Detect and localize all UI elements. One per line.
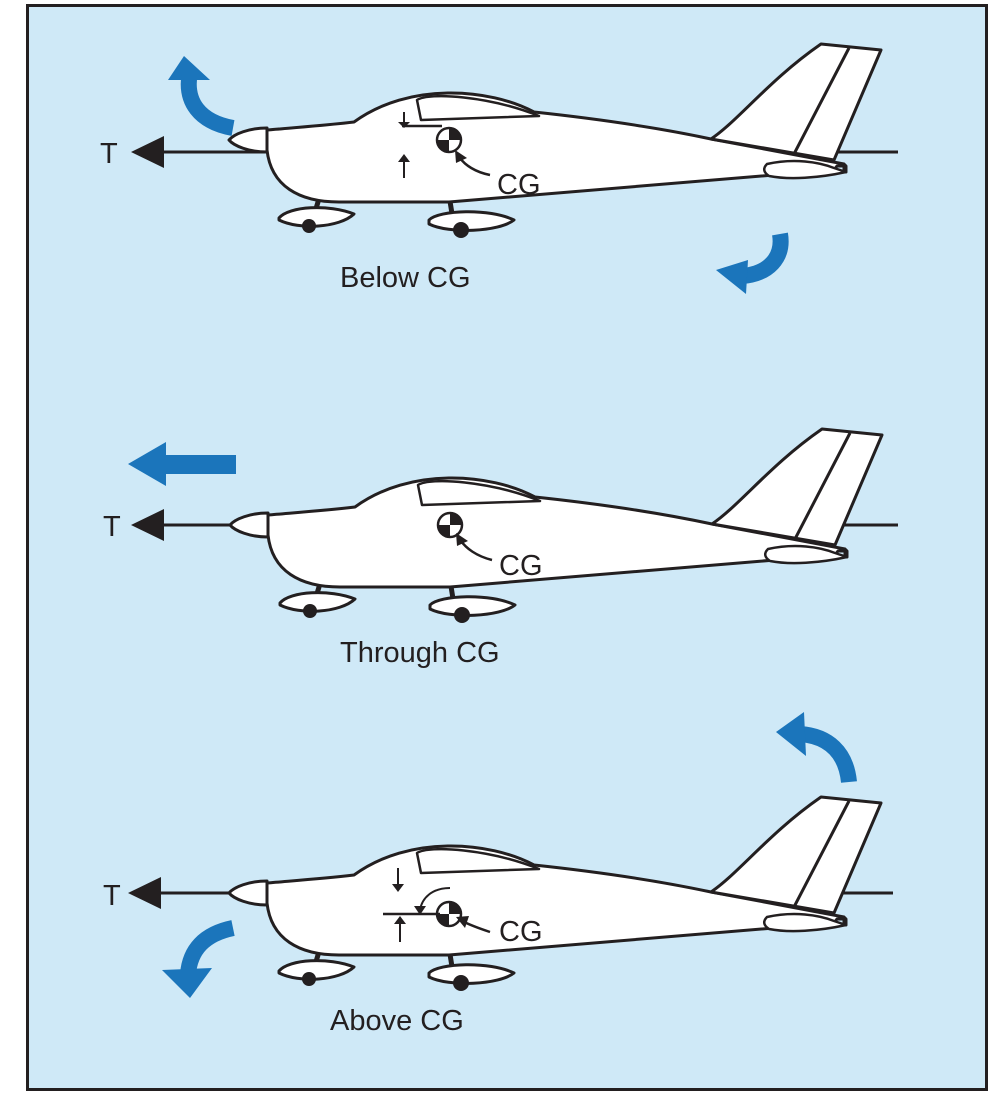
tail-up-rotation-arrow-icon — [799, 726, 857, 784]
offset-arrow-icon — [392, 884, 404, 892]
offset-arrow-icon — [398, 154, 410, 162]
aircraft-silhouette — [229, 44, 881, 238]
thrust-label: T — [103, 511, 121, 543]
caption-below-cg: Below CG — [340, 262, 471, 294]
caption-above-cg: Above CG — [330, 1005, 464, 1037]
nose-up-rotation-arrow-icon — [180, 70, 235, 136]
cg-symbol-icon — [435, 900, 463, 928]
offset-arrow-icon — [394, 916, 406, 924]
panel-below-cg: T CG Below CG — [100, 44, 898, 294]
thrust-arrowhead-icon — [131, 509, 164, 541]
panel-above-cg: T CG Above CG — [103, 712, 893, 1037]
panel-through-cg: T CG Through CG — [103, 429, 898, 669]
caption-through-cg: Through CG — [340, 637, 500, 669]
cg-symbol-icon — [436, 511, 464, 539]
thrust-arrowhead-icon — [131, 136, 164, 168]
forward-translation-arrow-icon — [162, 455, 236, 474]
cg-symbol-icon — [435, 126, 463, 154]
aircraft-silhouette — [229, 797, 881, 991]
nose-down-rotation-arrow-icon — [180, 920, 235, 976]
offset-arrow-icon — [398, 122, 410, 128]
cg-label: CG — [499, 916, 543, 948]
thrust-arrowhead-icon — [128, 877, 161, 909]
aircraft-silhouette — [230, 429, 882, 623]
cg-label: CG — [499, 550, 543, 582]
thrust-label: T — [100, 138, 118, 170]
cg-label: CG — [497, 169, 541, 201]
thrust-label: T — [103, 880, 121, 912]
tail-down-rotation-arrow-icon — [740, 232, 789, 284]
